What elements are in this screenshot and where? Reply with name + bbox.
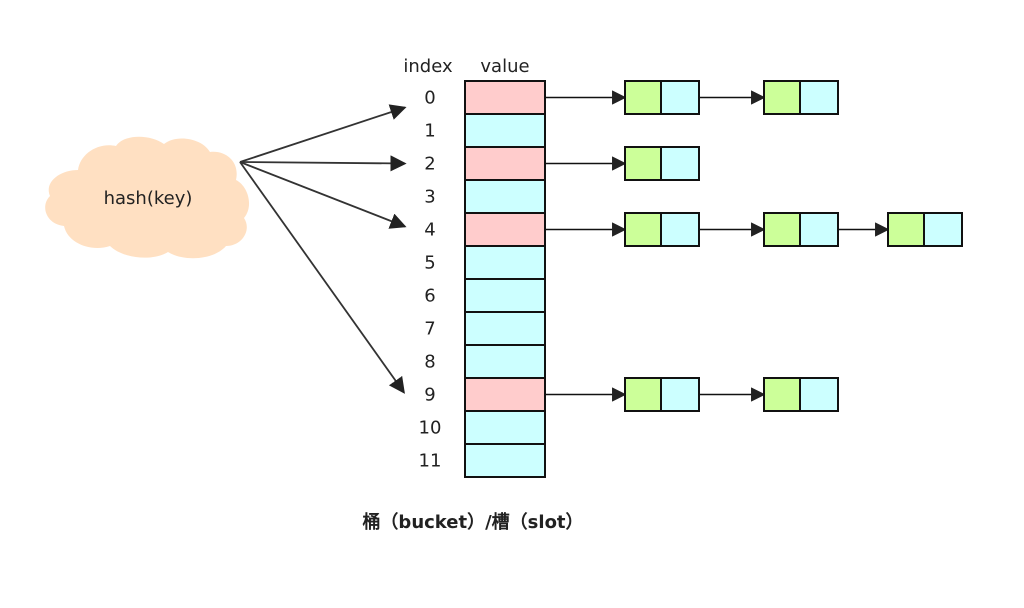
node-value-cell bbox=[660, 80, 700, 115]
node-key-cell bbox=[763, 212, 801, 247]
bucket-row: 4 bbox=[424, 212, 546, 247]
hash-to-bucket-arrow bbox=[239, 155, 407, 172]
node-key-cell bbox=[763, 377, 801, 412]
bucket-index: 9 bbox=[424, 385, 435, 406]
cloud-shape bbox=[45, 136, 250, 259]
bucket-chain bbox=[545, 212, 963, 247]
bucket-index: 5 bbox=[424, 253, 435, 274]
bucket-row: 11 bbox=[419, 443, 546, 478]
bucket-index: 10 bbox=[419, 418, 442, 439]
bucket-slot-occupied bbox=[464, 377, 546, 412]
bucket-slot-empty bbox=[464, 410, 546, 445]
bucket-chain bbox=[545, 146, 700, 181]
bucket-index: 8 bbox=[424, 352, 435, 373]
node-key-cell bbox=[887, 212, 925, 247]
node-value-cell bbox=[923, 212, 963, 247]
bucket-index: 2 bbox=[424, 154, 435, 175]
bucket-slot-empty bbox=[464, 443, 546, 478]
chain-node bbox=[763, 80, 839, 115]
bucket-slot-occupied bbox=[464, 146, 546, 181]
node-key-cell bbox=[763, 80, 801, 115]
hash-to-bucket-arrow bbox=[239, 161, 407, 229]
bucket-row: 0 bbox=[424, 80, 546, 115]
bucket-slot-empty bbox=[464, 113, 546, 148]
bucket-row: 3 bbox=[424, 179, 546, 214]
chain-node bbox=[763, 212, 839, 247]
bucket-row: 5 bbox=[424, 245, 546, 280]
bucket-index: 6 bbox=[424, 286, 435, 307]
chain-node bbox=[624, 377, 700, 412]
node-key-cell bbox=[624, 377, 662, 412]
hash-to-bucket-arrow bbox=[239, 104, 407, 163]
bucket-row: 7 bbox=[424, 311, 546, 346]
bucket-slot-occupied bbox=[464, 212, 546, 247]
hash-to-bucket-arrow bbox=[239, 161, 405, 394]
bucket-slot-empty bbox=[464, 311, 546, 346]
chain-node bbox=[624, 212, 700, 247]
node-value-cell bbox=[660, 146, 700, 181]
bucket-slot-empty bbox=[464, 245, 546, 280]
bucket-row: 2 bbox=[424, 146, 546, 181]
bucket-row: 10 bbox=[419, 410, 546, 445]
hash-arrows bbox=[239, 104, 407, 394]
bucket-index: 4 bbox=[424, 220, 435, 241]
node-key-cell bbox=[624, 146, 662, 181]
node-value-cell bbox=[660, 212, 700, 247]
bucket-array: 0 1 2 3 4 5 6 7 8 9 10 11 bbox=[419, 80, 546, 478]
bucket-index: 1 bbox=[424, 121, 435, 142]
chain-node bbox=[887, 212, 963, 247]
bucket-slot-empty bbox=[464, 179, 546, 214]
bucket-slot-empty bbox=[464, 278, 546, 313]
index-column-header: index bbox=[403, 56, 453, 77]
hash-function-label: hash(key) bbox=[104, 188, 193, 209]
bucket-index: 7 bbox=[424, 319, 435, 340]
bucket-slot-occupied bbox=[464, 80, 546, 115]
node-key-cell bbox=[624, 80, 662, 115]
node-value-cell bbox=[799, 212, 839, 247]
bucket-row: 1 bbox=[424, 113, 546, 148]
chain-node bbox=[624, 80, 700, 115]
node-key-cell bbox=[624, 212, 662, 247]
chain-node bbox=[763, 377, 839, 412]
node-value-cell bbox=[660, 377, 700, 412]
bucket-chain bbox=[545, 80, 839, 115]
bucket-slot-empty bbox=[464, 344, 546, 379]
bucket-index: 0 bbox=[424, 88, 435, 109]
value-column-header: value bbox=[480, 56, 529, 77]
chain-node bbox=[624, 146, 700, 181]
node-value-cell bbox=[799, 80, 839, 115]
bucket-chain bbox=[545, 377, 839, 412]
diagram-caption: 桶（bucket）/槽（slot） bbox=[362, 511, 583, 533]
bucket-index: 3 bbox=[424, 187, 435, 208]
bucket-row: 8 bbox=[424, 344, 546, 379]
node-value-cell bbox=[799, 377, 839, 412]
hash-function-cloud: hash(key) bbox=[45, 136, 250, 259]
collision-chains bbox=[545, 80, 963, 412]
bucket-row: 9 bbox=[424, 377, 546, 412]
bucket-index: 11 bbox=[419, 451, 442, 472]
bucket-row: 6 bbox=[424, 278, 546, 313]
